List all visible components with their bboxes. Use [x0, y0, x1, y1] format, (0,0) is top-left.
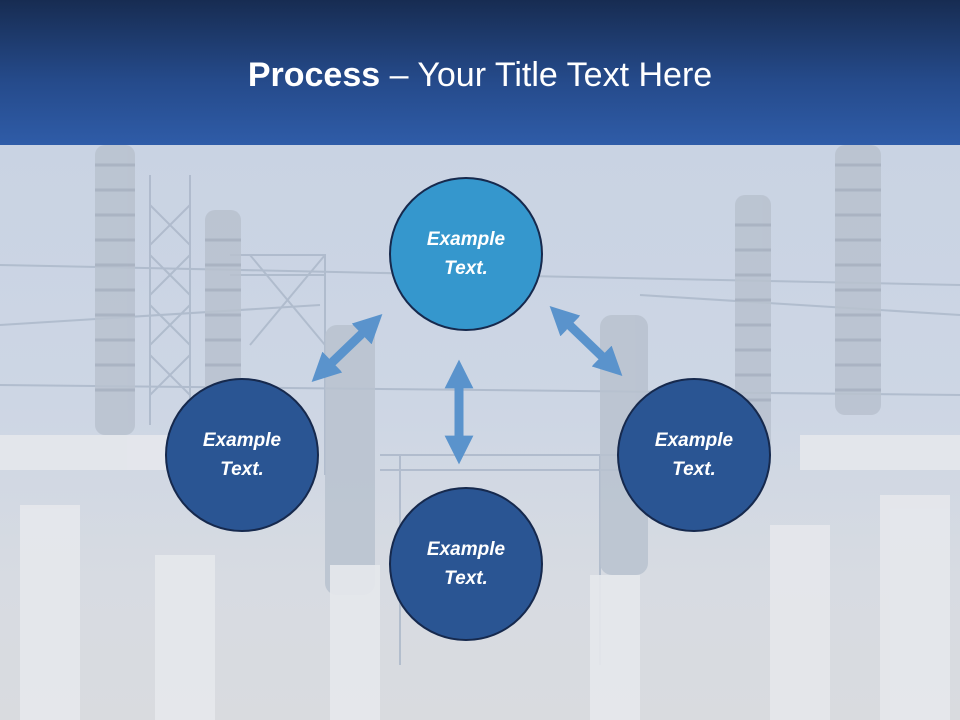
title-rest: – Your Title Text Here [380, 56, 713, 94]
node-right-text: Example Text. [654, 430, 734, 480]
node-top: Example Text. [389, 177, 543, 331]
node-bottom-text: Example Text. [426, 539, 506, 589]
title-bold: Process [247, 56, 381, 94]
node-bottom: Example Text. [389, 487, 543, 641]
node-left: Example Text. [165, 378, 319, 532]
arrow-top-right [549, 306, 623, 376]
slide-title: Process – Your Title Text Here [0, 52, 960, 98]
title-bar: Process – Your Title Text Here [0, 0, 960, 145]
node-left-text: Example Text. [202, 430, 282, 480]
arrow-top-left [311, 314, 383, 382]
node-right: Example Text. [617, 378, 771, 532]
node-top-text: Example Text. [426, 229, 506, 279]
